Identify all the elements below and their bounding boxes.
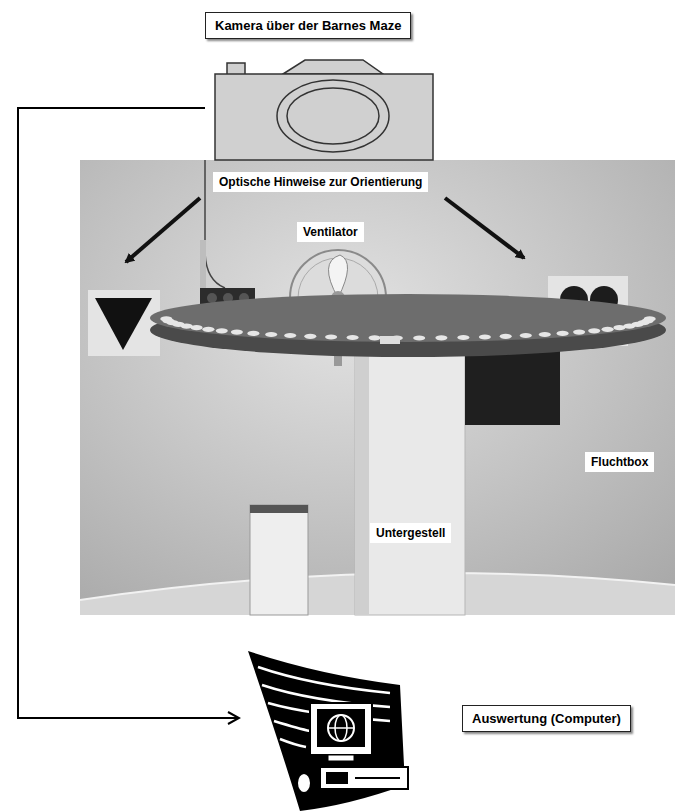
icon-holder	[213, 58, 435, 167]
hole	[231, 330, 243, 335]
hole	[557, 331, 569, 336]
hole	[304, 334, 316, 339]
socket-hole	[207, 293, 217, 303]
icon-holder	[240, 645, 415, 811]
hole	[191, 325, 203, 330]
photo-label: Fluchtbox	[585, 452, 654, 472]
hole	[435, 335, 447, 340]
photo-label: Untergestell	[370, 523, 451, 543]
hole	[573, 330, 585, 335]
tag	[380, 336, 400, 344]
hole	[457, 335, 469, 340]
platform-holes	[160, 316, 655, 340]
hole	[202, 327, 214, 332]
photo-label: Ventilator	[297, 222, 364, 242]
hole	[520, 333, 532, 338]
hole	[325, 334, 337, 339]
side-table	[250, 505, 308, 615]
photo-label: Optische Hinweise zur Orientierung	[213, 172, 428, 192]
pedestal-edge	[355, 340, 369, 615]
connector-arrow	[18, 108, 239, 718]
hole	[413, 335, 425, 340]
hole	[369, 335, 381, 340]
escape-box	[465, 345, 560, 425]
hole	[500, 334, 512, 339]
hole	[539, 332, 551, 337]
side-table-top	[250, 505, 308, 513]
hole	[644, 316, 656, 321]
hole	[479, 334, 491, 339]
leader-arrow	[126, 198, 200, 262]
paper-sheet	[88, 290, 160, 356]
computer-icon	[240, 645, 415, 811]
camera-icon	[213, 58, 435, 163]
hole	[284, 333, 296, 338]
platform-top	[150, 294, 666, 342]
hole	[347, 335, 359, 340]
hole	[602, 327, 614, 332]
wall	[80, 160, 675, 615]
triangle-cue	[95, 298, 152, 350]
hole	[588, 328, 600, 333]
hole	[247, 331, 259, 336]
pedestal	[355, 340, 465, 615]
camera-node: Kamera über der Barnes Maze	[205, 12, 495, 162]
computer-node: Auswertung (Computer)	[240, 645, 635, 811]
leader-arrow	[445, 198, 524, 258]
hole	[216, 328, 228, 333]
node-text: Kamera über der Barnes Maze	[205, 12, 411, 39]
hole	[265, 332, 277, 337]
node-text: Auswertung (Computer)	[462, 705, 631, 732]
